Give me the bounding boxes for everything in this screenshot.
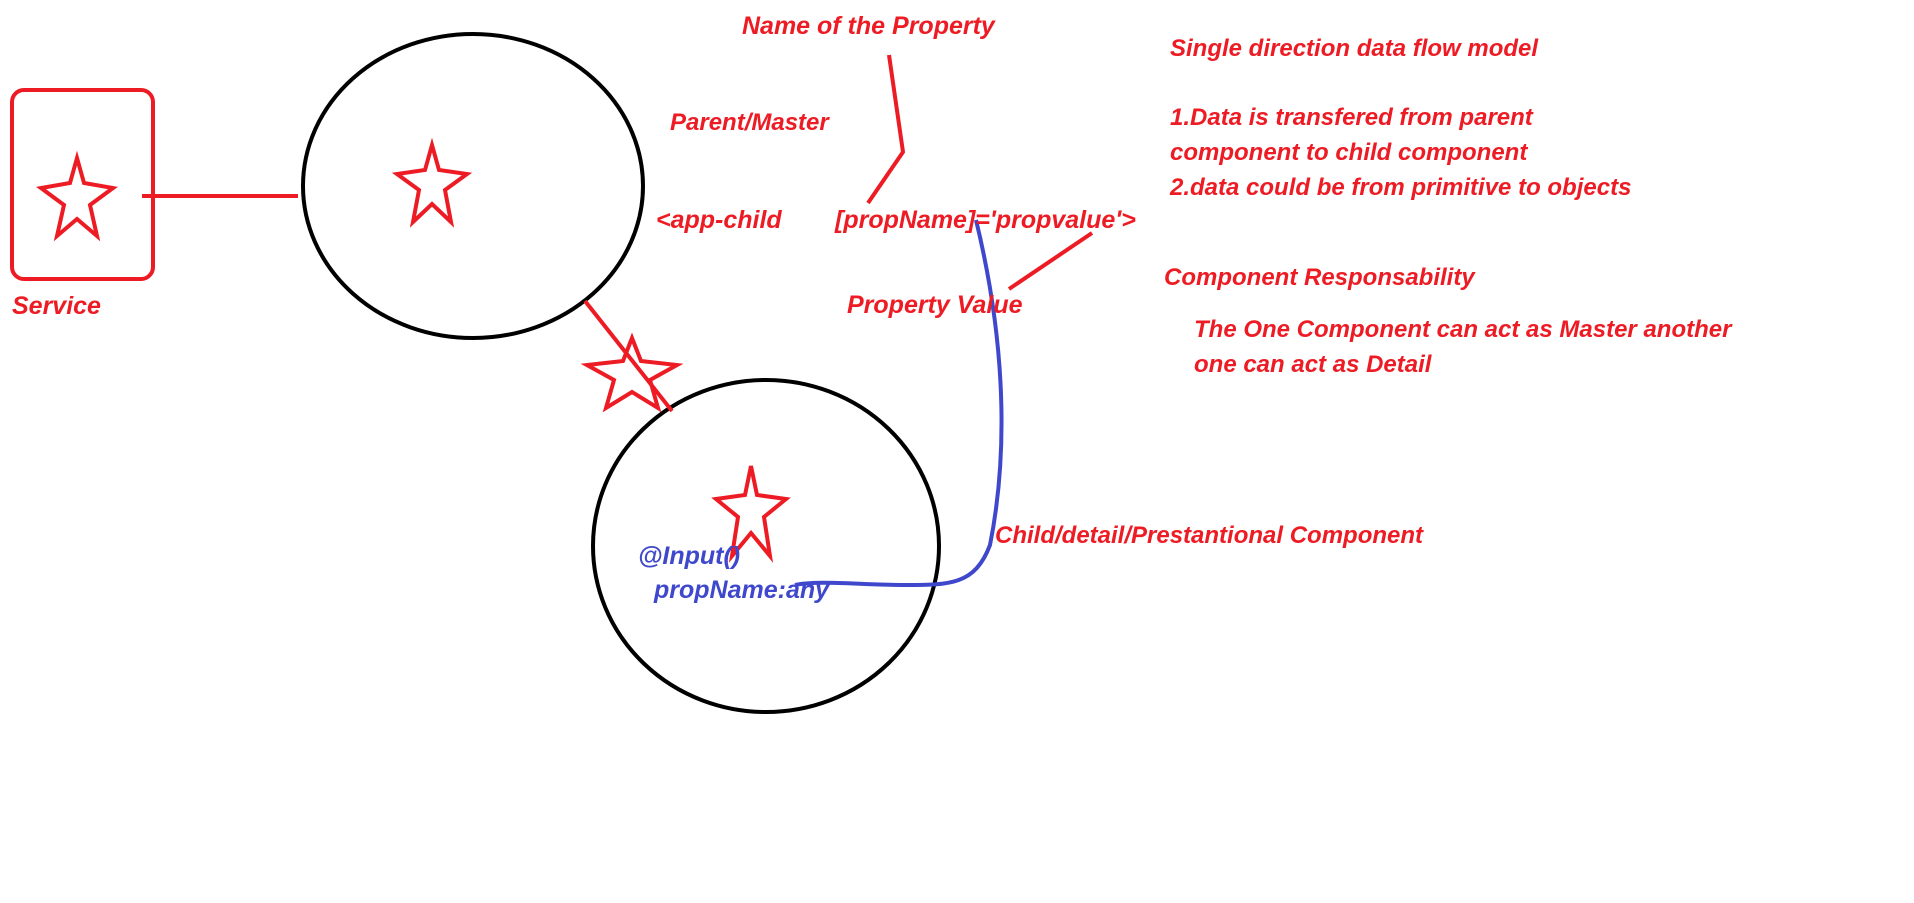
property-name-pointer — [866, 54, 906, 205]
parent-to-child-connector — [583, 299, 674, 413]
template-tag-open: <app-child — [656, 206, 782, 234]
child-component-circle — [591, 378, 941, 714]
flow-point-1-line-2: component to child component — [1170, 139, 1528, 166]
property-value-callout: Property Value — [847, 291, 1023, 319]
input-decorator: @Input() — [638, 542, 741, 570]
child-label: Child/detail/Prestantional Component — [995, 522, 1424, 549]
parent-component-circle — [301, 32, 645, 340]
parent-star-icon — [391, 137, 473, 228]
service-star-icon — [36, 150, 118, 242]
flow-title: Single direction data flow model — [1170, 35, 1539, 62]
input-binding-curve — [794, 219, 1004, 588]
service-label: Service — [12, 292, 101, 320]
service-box — [10, 88, 155, 281]
responsibility-line-1: The One Component can act as Master anot… — [1194, 316, 1732, 343]
property-value-pointer — [1007, 231, 1094, 291]
property-name-callout: Name of the Property — [742, 12, 995, 40]
template-binding: [propName]='propvalue'> — [835, 206, 1136, 234]
flow-point-2: 2.data could be from primitive to object… — [1170, 174, 1632, 201]
input-property: propName:any — [654, 576, 830, 604]
responsibility-line-2: one can act as Detail — [1194, 351, 1432, 378]
child-star-icon — [711, 465, 791, 563]
responsibility-title: Component Responsability — [1164, 264, 1475, 291]
flow-point-1-line-1: 1.Data is transfered from parent — [1170, 104, 1533, 131]
parent-label: Parent/Master — [670, 109, 829, 136]
data-token-star-icon — [580, 332, 684, 413]
